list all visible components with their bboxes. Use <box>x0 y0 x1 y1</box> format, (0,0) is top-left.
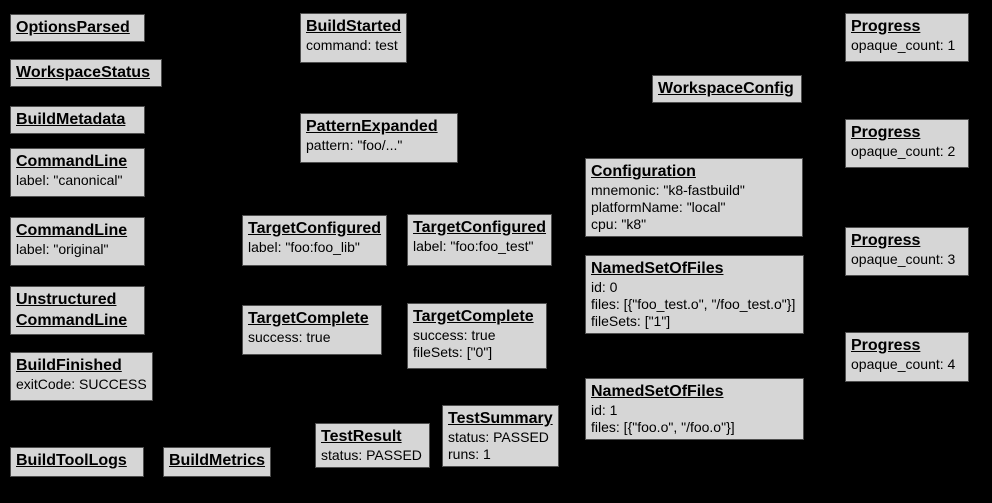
node-title: Progress <box>851 232 921 249</box>
node-detail-line: id: 0 <box>591 279 618 295</box>
node-detail-line: fileSets: ["0"] <box>413 344 493 360</box>
node-title: Unstructured <box>16 291 117 308</box>
node-named-set-of-files-1: NamedSetOfFiles id: 1 files: [{"foo.o", … <box>585 378 804 440</box>
node-title: WorkspaceStatus <box>16 64 150 81</box>
node-detail-line: label: "canonical" <box>16 172 123 188</box>
node-build-tool-logs: BuildToolLogs <box>10 447 144 477</box>
node-command-line-original: CommandLine label: "original" <box>10 217 145 266</box>
node-title: OptionsParsed <box>16 19 130 36</box>
node-detail-line: files: [{"foo.o", "/foo.o"}] <box>591 419 735 435</box>
node-title: TargetComplete <box>413 308 534 325</box>
node-detail-line: label: "original" <box>16 241 109 257</box>
node-title: TargetConfigured <box>248 220 382 237</box>
node-detail-line: command: test <box>306 37 398 53</box>
node-title: BuildFinished <box>16 357 122 374</box>
node-detail-line: platformName: "local" <box>591 199 726 215</box>
node-title: TestResult <box>321 428 402 445</box>
node-title: BuildToolLogs <box>16 452 127 469</box>
node-pattern-expanded: PatternExpanded pattern: "foo/..." <box>300 113 458 163</box>
node-named-set-of-files-0: NamedSetOfFiles id: 0 files: [{"foo_test… <box>585 255 804 334</box>
node-progress-2: Progress opaque_count: 2 <box>845 119 969 168</box>
node-detail-line: status: PASSED <box>321 447 422 463</box>
node-unstructured-command-line: Unstructured CommandLine <box>10 286 145 335</box>
node-detail-line: opaque_count: 1 <box>851 37 956 53</box>
node-title: TestSummary <box>448 410 553 427</box>
node-detail-line: pattern: "foo/..." <box>306 137 403 153</box>
node-title: BuildStarted <box>306 18 402 35</box>
node-title: CommandLine <box>16 312 128 329</box>
node-target-complete-foo-test: TargetComplete success: true fileSets: [… <box>407 303 547 369</box>
node-detail-line: runs: 1 <box>448 446 491 462</box>
node-title: BuildMetadata <box>16 111 126 128</box>
node-detail-line: id: 1 <box>591 402 618 418</box>
node-progress-3: Progress opaque_count: 3 <box>845 227 969 276</box>
node-title: TargetConfigured <box>413 219 547 236</box>
node-command-line-canonical: CommandLine label: "canonical" <box>10 148 145 197</box>
node-title: PatternExpanded <box>306 118 438 135</box>
node-detail-line: success: true <box>248 329 331 345</box>
node-title: Progress <box>851 337 921 354</box>
node-detail-line: mnemonic: "k8-fastbuild" <box>591 182 745 198</box>
node-workspace-status: WorkspaceStatus <box>10 59 162 87</box>
node-detail-line: status: PASSED <box>448 429 549 445</box>
node-detail-line: opaque_count: 4 <box>851 356 956 372</box>
node-title: Progress <box>851 18 921 35</box>
node-build-started: BuildStarted command: test <box>300 13 408 63</box>
node-progress-1: Progress opaque_count: 1 <box>845 13 969 62</box>
node-detail-line: opaque_count: 3 <box>851 251 956 267</box>
node-title: TargetComplete <box>248 310 369 327</box>
node-detail-line: label: "foo:foo_lib" <box>248 239 360 255</box>
node-detail-line: opaque_count: 2 <box>851 143 956 159</box>
node-options-parsed: OptionsParsed <box>10 14 145 42</box>
node-title: NamedSetOfFiles <box>591 260 724 277</box>
node-title: CommandLine <box>16 222 128 239</box>
node-title: Progress <box>851 124 921 141</box>
node-test-summary: TestSummary status: PASSED runs: 1 <box>442 405 559 467</box>
node-title: BuildMetrics <box>169 452 266 469</box>
node-detail-line: success: true <box>413 327 496 343</box>
node-test-result: TestResult status: PASSED <box>315 423 430 468</box>
node-workspace-config: WorkspaceConfig <box>652 75 802 103</box>
node-build-metadata: BuildMetadata <box>10 106 145 134</box>
node-detail-line: fileSets: ["1"] <box>591 313 671 329</box>
node-title: WorkspaceConfig <box>658 80 794 97</box>
node-detail-line: cpu: "k8" <box>591 216 647 232</box>
node-detail-line: exitCode: SUCCESS <box>16 376 147 392</box>
node-progress-4: Progress opaque_count: 4 <box>845 332 969 382</box>
node-target-configured-foo-test: TargetConfigured label: "foo:foo_test" <box>407 214 553 266</box>
node-target-complete-foo-lib: TargetComplete success: true <box>242 305 382 355</box>
node-detail-line: files: [{"foo_test.o", "/foo_test.o"}] <box>591 296 796 312</box>
node-build-finished: BuildFinished exitCode: SUCCESS <box>10 352 153 401</box>
node-title: NamedSetOfFiles <box>591 383 724 400</box>
node-build-metrics: BuildMetrics <box>163 447 272 477</box>
node-detail-line: label: "foo:foo_test" <box>413 238 534 254</box>
node-target-configured-foo-lib: TargetConfigured label: "foo:foo_lib" <box>242 215 388 266</box>
node-title: Configuration <box>591 163 696 180</box>
node-title: CommandLine <box>16 153 128 170</box>
node-configuration: Configuration mnemonic: "k8-fastbuild" p… <box>585 158 803 237</box>
